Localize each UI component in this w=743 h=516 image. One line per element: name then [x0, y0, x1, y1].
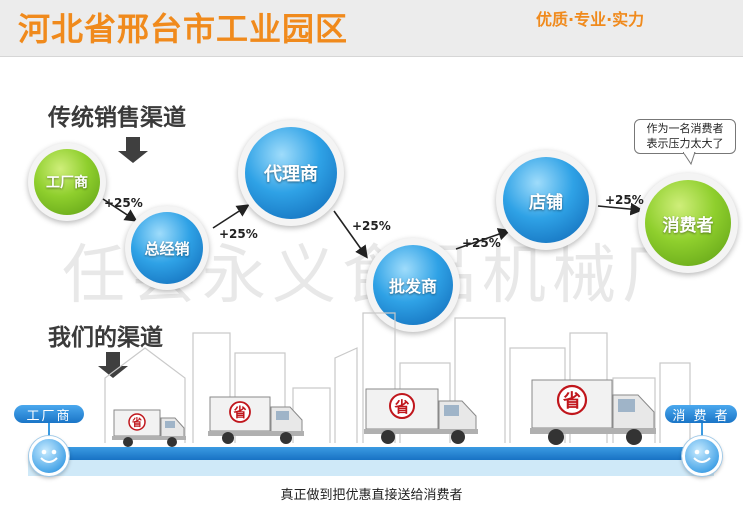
arrow-3: [333, 210, 368, 259]
markup-label: +25%: [352, 219, 391, 233]
consumer-speech-bubble: 作为一名消费者 表示压力太大了: [634, 119, 736, 154]
direct-channel-bar: [30, 447, 710, 460]
smiley-face: [40, 449, 58, 463]
truck-icon: 省: [208, 396, 304, 444]
node-wholesaler: 批发商: [366, 238, 460, 332]
markup-label: +25%: [605, 193, 644, 207]
truck-badge: 省: [562, 390, 581, 412]
our-channel-heading: 我们的渠道: [48, 325, 163, 351]
speech-tail-icon: [683, 152, 696, 166]
smiley-start-icon: [29, 436, 69, 476]
node-label: 代理商: [245, 127, 337, 219]
markup-label: +25%: [219, 227, 258, 241]
node-label: 店铺: [503, 157, 589, 243]
node-label: 总经销: [131, 212, 203, 284]
node-factory: 工厂商: [28, 143, 106, 221]
end-connector: [701, 423, 703, 437]
speech-line: 表示压力太大了: [646, 137, 724, 150]
arrow-2: [212, 204, 250, 229]
arrow-1: [102, 198, 138, 222]
slogan: 真正做到把优惠直接送给消费者: [280, 488, 463, 503]
speech-line: 作为一名消费者: [646, 122, 724, 135]
page-title: 河北省邢台市工业园区: [18, 10, 349, 48]
header-banner: [0, 0, 743, 57]
truck-badge: 省: [232, 405, 246, 421]
start-connector: [48, 423, 50, 437]
tagline: 优质·专业·实力: [536, 10, 645, 29]
node-consumer: 消费者: [638, 173, 738, 273]
smiley-face: [693, 449, 711, 463]
start-label: 工厂商: [14, 405, 84, 424]
end-label: 消 费 者: [665, 405, 737, 424]
truck-icon: 省: [530, 379, 656, 445]
truck-icon: 省: [364, 388, 478, 444]
node-label: 工厂商: [34, 149, 100, 215]
node-shop: 店铺: [496, 150, 596, 250]
node-label: 批发商: [373, 245, 453, 325]
city-skyline: [104, 312, 691, 443]
bar-shadow: [28, 455, 714, 476]
node-label: 消费者: [645, 180, 731, 266]
node-general-distributor: 总经销: [125, 206, 209, 290]
traditional-channel-heading: 传统销售渠道: [48, 105, 186, 131]
node-agent: 代理商: [238, 120, 344, 226]
truck-badge: 省: [393, 398, 409, 416]
truck-icon: 省: [112, 409, 186, 447]
smiley-end-icon: [682, 436, 722, 476]
arrow-4: [455, 228, 512, 250]
markup-label: +25%: [462, 236, 501, 250]
truck-badge: 省: [131, 416, 142, 429]
markup-label: +25%: [104, 196, 143, 210]
arrow-5: [597, 202, 644, 216]
